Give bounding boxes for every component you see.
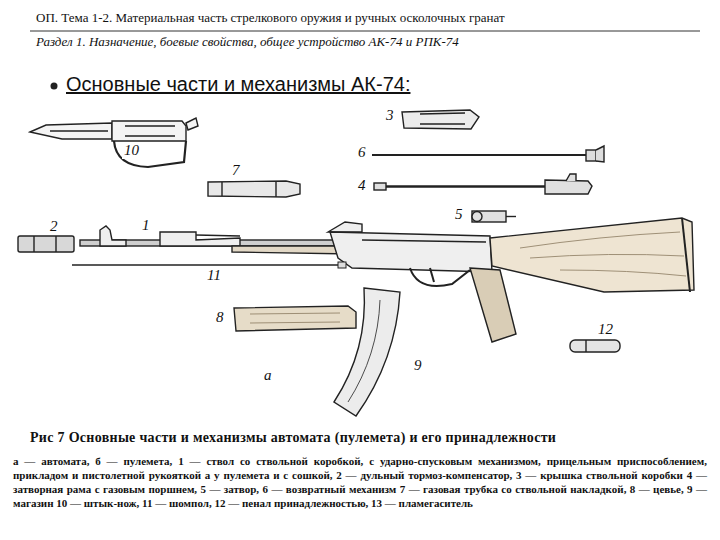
magazine <box>334 288 400 416</box>
figure-caption: Рис 7 Основные части и механизмы автомат… <box>30 430 556 446</box>
callout-number: 9 <box>412 358 424 374</box>
muzzle-brake-part <box>55 236 56 252</box>
bolt-carrier-part <box>545 180 592 194</box>
barrel-and-receiver-part <box>682 218 690 292</box>
bolt-carrier-part <box>374 183 386 190</box>
barrel-and-receiver-part <box>410 268 470 286</box>
magazine-part <box>334 288 400 416</box>
figure-letter: а <box>262 368 274 384</box>
muzzle-brake-part <box>18 236 74 252</box>
cleaning-rod-part <box>338 262 346 268</box>
callout-number: 12 <box>596 322 615 338</box>
callout-number: 5 <box>453 207 465 223</box>
bolt-part <box>472 212 482 222</box>
bolt-part <box>472 211 506 222</box>
legend-text: а — автомата, б — пулемета, 1 — ствол со… <box>13 454 707 510</box>
return-spring-part <box>596 146 604 162</box>
header-rule <box>30 31 700 32</box>
callout-number: 1 <box>140 218 152 234</box>
bayonet-part <box>112 121 186 141</box>
accessory-case-part <box>570 340 620 352</box>
header-rule-part <box>30 31 700 32</box>
barrel-and-receiver-part <box>520 232 686 276</box>
bullet-dot <box>51 83 58 90</box>
handguard <box>234 306 356 331</box>
return-spring <box>372 146 604 162</box>
bolt-carrier <box>374 174 592 194</box>
bayonet-part <box>186 118 198 130</box>
accessory-case-part <box>585 340 586 352</box>
barrel-and-receiver-part <box>430 268 434 282</box>
callout-number: 2 <box>48 219 60 235</box>
callout-number: 3 <box>384 108 396 124</box>
bolt-carrier-part <box>386 185 545 188</box>
bayonet-part <box>114 141 186 167</box>
callout-number: 10 <box>122 143 141 159</box>
bolt <box>472 211 516 222</box>
callout-number: 4 <box>356 178 368 194</box>
gas-tube-part <box>275 181 276 197</box>
bayonet-part <box>30 123 112 139</box>
receiver-cover-part <box>420 113 465 114</box>
bolt-part <box>506 216 516 217</box>
callout-number: 7 <box>230 163 242 179</box>
barrel-and-receiver-part <box>160 232 240 246</box>
return-spring-part <box>586 150 596 161</box>
gas-tube-part <box>208 181 300 197</box>
receiver-cover-part <box>420 123 465 124</box>
bolt-carrier-part <box>566 174 576 181</box>
receiver-cover-part <box>402 110 479 129</box>
gas-tube <box>208 181 300 197</box>
barrel-and-receiver-part <box>330 232 492 272</box>
receiver-cover <box>402 110 479 129</box>
muzzle-brake <box>18 236 74 252</box>
barrel-and-receiver-part <box>470 268 516 342</box>
callout-number: 11 <box>205 268 223 284</box>
handguard-part <box>250 322 340 323</box>
barrel-and-receiver-part <box>100 226 126 246</box>
cleaning-rod-part <box>72 264 342 266</box>
barrel-and-receiver-part <box>196 235 240 236</box>
handguard-part <box>234 306 356 331</box>
return-spring-part <box>372 154 588 156</box>
callout-number: 6 <box>356 145 368 161</box>
accessory-case <box>570 340 620 352</box>
header-text: ОП. Тема 1-2. Материальная часть стрелко… <box>36 10 505 26</box>
bayonet <box>30 118 198 167</box>
section-heading: Раздел 1. Назначение, боевые свойства, о… <box>36 34 459 50</box>
handguard-part <box>250 313 340 314</box>
muzzle-brake-part <box>33 236 34 252</box>
bayonet-part <box>125 135 175 136</box>
bayonet-part <box>125 125 175 126</box>
bullet-dot-part <box>51 83 58 90</box>
slide-title: Основные части и механизмы АК-74: <box>66 73 410 96</box>
barrel-and-receiver-part <box>328 222 362 232</box>
barrel-and-receiver-part <box>490 218 694 292</box>
callout-number: 8 <box>214 310 226 326</box>
magazine-part <box>348 300 380 402</box>
gas-tube-part <box>221 182 222 196</box>
bayonet-part <box>50 130 108 131</box>
barrel-and-receiver-part <box>362 240 486 242</box>
